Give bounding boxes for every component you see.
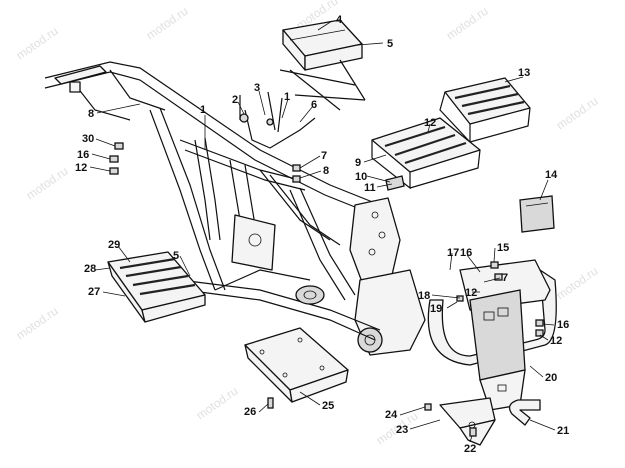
watermark-text: motod.ru xyxy=(144,4,191,43)
callout-7: 7 xyxy=(321,150,327,162)
callout-27: 27 xyxy=(88,286,100,298)
callout-16: 16 xyxy=(77,149,89,161)
watermark-text: motod.ru xyxy=(24,164,71,203)
part-4-top-bracket xyxy=(279,19,366,111)
callout-1: 1 xyxy=(284,91,290,103)
bolt-icon xyxy=(490,261,499,269)
callout-21: 21 xyxy=(557,425,569,437)
callout-12: 12 xyxy=(550,335,562,347)
watermark-text: motod.ru xyxy=(554,264,601,303)
part-25-skid-plate xyxy=(244,327,349,403)
part-14-reflector-plate xyxy=(519,195,555,233)
callout-8: 8 xyxy=(323,165,329,177)
callout-11: 11 xyxy=(364,182,376,194)
bolt-icon xyxy=(109,167,119,175)
watermark-text: motod.ru xyxy=(444,4,491,43)
callout-2: 2 xyxy=(232,94,238,106)
callout-8: 8 xyxy=(88,108,94,120)
bolt-icon xyxy=(535,329,544,337)
bolt-icon xyxy=(456,295,464,302)
leader-lines xyxy=(89,20,556,443)
main-frame xyxy=(44,61,426,356)
callout-20: 20 xyxy=(545,372,557,384)
callout-16: 16 xyxy=(460,247,472,259)
grommet-icon xyxy=(266,118,274,126)
grommet-icon xyxy=(239,113,249,123)
callout-7: 7 xyxy=(502,272,508,284)
callout-22: 22 xyxy=(464,443,476,455)
callout-28: 28 xyxy=(84,263,96,275)
bolt-icon xyxy=(469,427,477,437)
callout-6: 6 xyxy=(311,99,317,111)
bolt-icon xyxy=(267,397,274,409)
bolt-icon xyxy=(114,142,124,150)
callout-9: 9 xyxy=(355,157,361,169)
callout-4: 4 xyxy=(336,14,343,26)
callout-25: 25 xyxy=(322,400,334,412)
callout-12: 12 xyxy=(465,287,477,299)
callout-18: 18 xyxy=(418,290,430,302)
part-12-rear-carrier xyxy=(371,117,481,191)
callout-23: 23 xyxy=(396,424,408,436)
watermark-text: motod.ru xyxy=(14,304,61,343)
bolt-icon xyxy=(424,403,432,411)
callout-16: 16 xyxy=(557,319,569,331)
callout-29: 29 xyxy=(108,239,120,251)
watermark-text: motod.ru xyxy=(194,384,241,423)
callout-14: 14 xyxy=(545,169,558,181)
bolt-icon xyxy=(292,164,301,172)
callout-1: 1 xyxy=(200,104,206,116)
callout-13: 13 xyxy=(518,67,530,79)
callout-3: 3 xyxy=(254,82,260,94)
callout-24: 24 xyxy=(385,409,398,421)
bolt-icon xyxy=(109,155,119,163)
part-13-rear-rack xyxy=(439,77,531,144)
callout-5: 5 xyxy=(387,38,393,50)
part-20-rear-bumper xyxy=(427,259,557,411)
bolt-icon xyxy=(292,175,301,183)
callout-10: 10 xyxy=(355,171,367,183)
callout-17: 17 xyxy=(447,247,459,259)
callout-labels: 4 5 13 12 9 10 11 14 1 2 3 1 6 7 8 8 30 … xyxy=(75,14,569,455)
part-28-left-footrest xyxy=(107,251,206,323)
callout-12: 12 xyxy=(424,117,436,129)
callout-5: 5 xyxy=(173,250,179,262)
callout-26: 26 xyxy=(244,406,256,418)
part-23-hitch-bracket xyxy=(439,397,496,446)
callout-15: 15 xyxy=(497,242,509,254)
callout-19: 19 xyxy=(430,303,442,315)
callout-12: 12 xyxy=(75,162,87,174)
watermark-text: motod.ru xyxy=(554,94,601,133)
bolt-icon xyxy=(535,319,544,327)
bolt-icon xyxy=(494,273,503,281)
watermark-text: motod.ru xyxy=(14,24,61,63)
part-21-tow-hook xyxy=(508,399,541,426)
callout-30: 30 xyxy=(82,133,94,145)
